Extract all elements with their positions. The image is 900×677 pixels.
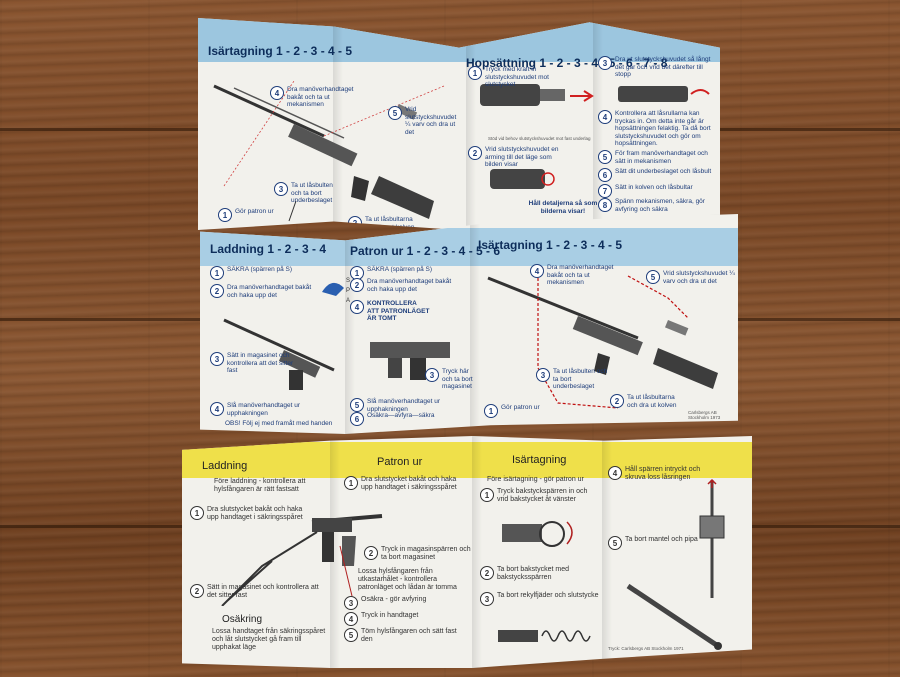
section-title-unloading: Patron ur 1 - 2 - 3 - 4 - 5 - 6 — [350, 244, 501, 258]
rifle-disassembly-illustration — [487, 275, 718, 409]
disassembly-step-4: 4 Dra manöverhandtaget bakåt och ta ut m… — [530, 264, 620, 287]
disassembly-step-3: 3 Ta bort rekylfjäder och slutstycke — [480, 592, 600, 606]
step-3: 3 Ta ut låsbulten och ta bort underbesla… — [274, 182, 344, 205]
loading-step-1: 1 SÄKRA (spärren på S) — [210, 266, 330, 280]
unloading-step-1: 1 Dra slutstycket bakåt och haka upp han… — [344, 476, 469, 492]
section-title-disassembly: Isärtagning 1 - 2 - 3 - 4 - 5 — [208, 44, 353, 58]
svg-text:S: S — [346, 278, 350, 284]
step-5: 5 Vrid slutstyckshuvudet ¼ varv och dra … — [388, 106, 460, 136]
unloading-step-6: 6 Osäkra—avfyra—säkra — [350, 412, 475, 426]
disassembly-step-2: 2 Ta ut låsbultarna och dra ut kolven — [610, 394, 685, 409]
rifle-disassembly-illustration — [213, 80, 445, 230]
disassembly-intro: Före isärtagning - gör patron ur — [487, 476, 584, 483]
section-title-disassembly: Isärtagning — [512, 454, 567, 466]
unloading-step-4: 4 Tryck in handtaget — [344, 612, 464, 626]
leaflet-yellow-instructions: Laddning Patron ur Isärtagning Före ladd… — [182, 436, 752, 668]
section-title-loading: Laddning — [202, 460, 248, 472]
disassembly-step-2: 2 Ta bort bakstycket med bakstycksspärre… — [480, 566, 600, 582]
svg-text:A: A — [346, 298, 350, 304]
loading-step-2: 2 Sätt in magasinet och kontrollera att … — [190, 584, 320, 600]
unloading-step-1: 1 SÄKRA (spärren på S) — [350, 266, 460, 280]
assembly-step-2: 2 Vrid slutstyckshuvudet en arming till … — [468, 146, 568, 169]
disassembly-step-3: 3 Ta ut låsbulten och ta bort underbesla… — [536, 368, 611, 391]
recoil-spring-illustration — [498, 630, 591, 642]
unloading-step-2: 2 Dra manöverhandtaget bakåt och haka up… — [350, 278, 460, 293]
section-title-unloading: Patron ur — [377, 456, 423, 468]
unloading-step-3: 3 Osäkra - gör avfyring — [344, 596, 464, 610]
loading-warning: OBS! Följ ej med framåt med handen — [225, 420, 333, 427]
assembly-step-8: 8 Spänn mekanismen, säkra, gör avfyring … — [598, 198, 714, 213]
unloading-step-5: 5 Töm hylsfångaren och sätt fast den — [344, 628, 464, 644]
disassembly-step-1: 1 Tryck bakstyckspärren in och vrid baks… — [480, 488, 595, 504]
loading-step-1: 1 Dra slutstycket bakåt och haka upp han… — [190, 506, 310, 522]
assembly-step-1: 1 Tryck med kraft in slutstyckshuvudet m… — [468, 66, 568, 89]
disassembly-step-1: 1 Gör patron ur — [484, 404, 564, 418]
smg-loading-illustration — [221, 514, 383, 606]
assembly-step-6: 6 Sätt dit underbeslaget och låsbult — [598, 168, 714, 182]
section-title-loading: Laddning 1 - 2 - 3 - 4 — [210, 242, 327, 256]
section-title-assembly: Hopsättning 1 - 2 - 3 - 4 - 5 - 6 - 7 - … — [466, 56, 668, 70]
step-1: 1 Gör patron ur — [218, 208, 288, 222]
caption-support: Stöd vid behov slutstyckshuvudet mot fas… — [488, 136, 591, 141]
unloading-step-3: 3 Tryck här och ta bort magasinet — [425, 368, 475, 391]
bolt-head-illustration — [618, 86, 710, 102]
hold-parts-note: Håll detaljerna så som bilderna visar! — [528, 200, 598, 215]
unloading-step-2: 2 Tryck in magasinspärren och ta bort ma… — [364, 546, 474, 562]
disassembly-step-5: 5 Ta bort mantel och pipa — [608, 536, 698, 550]
rifle-loading-illustration — [223, 318, 335, 390]
barrel-illustration — [626, 583, 722, 650]
subsection-title-unsafe: Osäkring — [222, 614, 263, 625]
unloading-step-5: 5 Slå manöverhandtaget ur upphakningen — [350, 398, 475, 413]
selector-switch-illustration: S P A — [322, 278, 350, 304]
leaflet-disassembly-assembly: Isärtagning 1 - 2 - 3 - 4 - 5 Hopsättnin… — [198, 18, 720, 230]
printer-credit: Carlsbergs AB Stockholm 1973 — [688, 410, 721, 420]
printer-credit: Tryck: Carlsbergs AB Stockholm 1971 — [608, 646, 684, 651]
svg-text:P: P — [346, 288, 350, 294]
section-title-disassembly: Isärtagning 1 - 2 - 3 - 4 - 5 — [478, 238, 623, 252]
leaflet-loading-unloading: Laddning 1 - 2 - 3 - 4 Patron ur 1 - 2 -… — [200, 214, 738, 434]
loading-step-3: 3 Sätt in magasinet och kontrollera att … — [210, 352, 300, 375]
assembly-step-5: 5 För fram manöverhandtaget och sätt in … — [598, 150, 714, 165]
disassembly-step-5: 5 Vrid slutstyckshuvudet ¼ varv och dra … — [646, 270, 736, 285]
bolt-assembly-illustration — [480, 84, 594, 189]
loading-intro: Före laddning - kontrollera att hylsfång… — [214, 478, 306, 493]
loading-step-2: 2 Dra manöverhandtaget bakåt och haka up… — [210, 284, 320, 299]
barrel-locking-ring-illustration — [699, 478, 725, 598]
disassembly-step-4: 4 Håll spärren intryckt och skruva loss … — [608, 466, 718, 482]
unsafe-instructions: Lossa handtaget från säkringsspåret och … — [212, 628, 326, 651]
unloading-check-text: Lossa hylsfångaren från utkastarhålet - … — [358, 568, 457, 591]
assembly-step-7: 7 Sätt in kolven och låsbultar — [598, 184, 714, 198]
receiver-cap-illustration — [502, 521, 573, 547]
rifle-receiver-illustration — [370, 342, 450, 380]
header-band — [182, 442, 752, 478]
assembly-step-3: 3 Dra ut slutstyckshuvudet så långt det … — [598, 56, 714, 79]
unloading-step-4: 4 KONTROLLERA ATT PATRONLÄGET ÄR TOMT — [350, 300, 430, 323]
step-4: 4 Dra manöverhandtaget bakåt och ta ut m… — [270, 86, 360, 109]
assembly-step-4: 4 Kontrollera att låsrullarna kan trycka… — [598, 110, 714, 148]
loading-step-4: 4 Slå manöverhandtaget ur upphakningen — [210, 402, 340, 417]
